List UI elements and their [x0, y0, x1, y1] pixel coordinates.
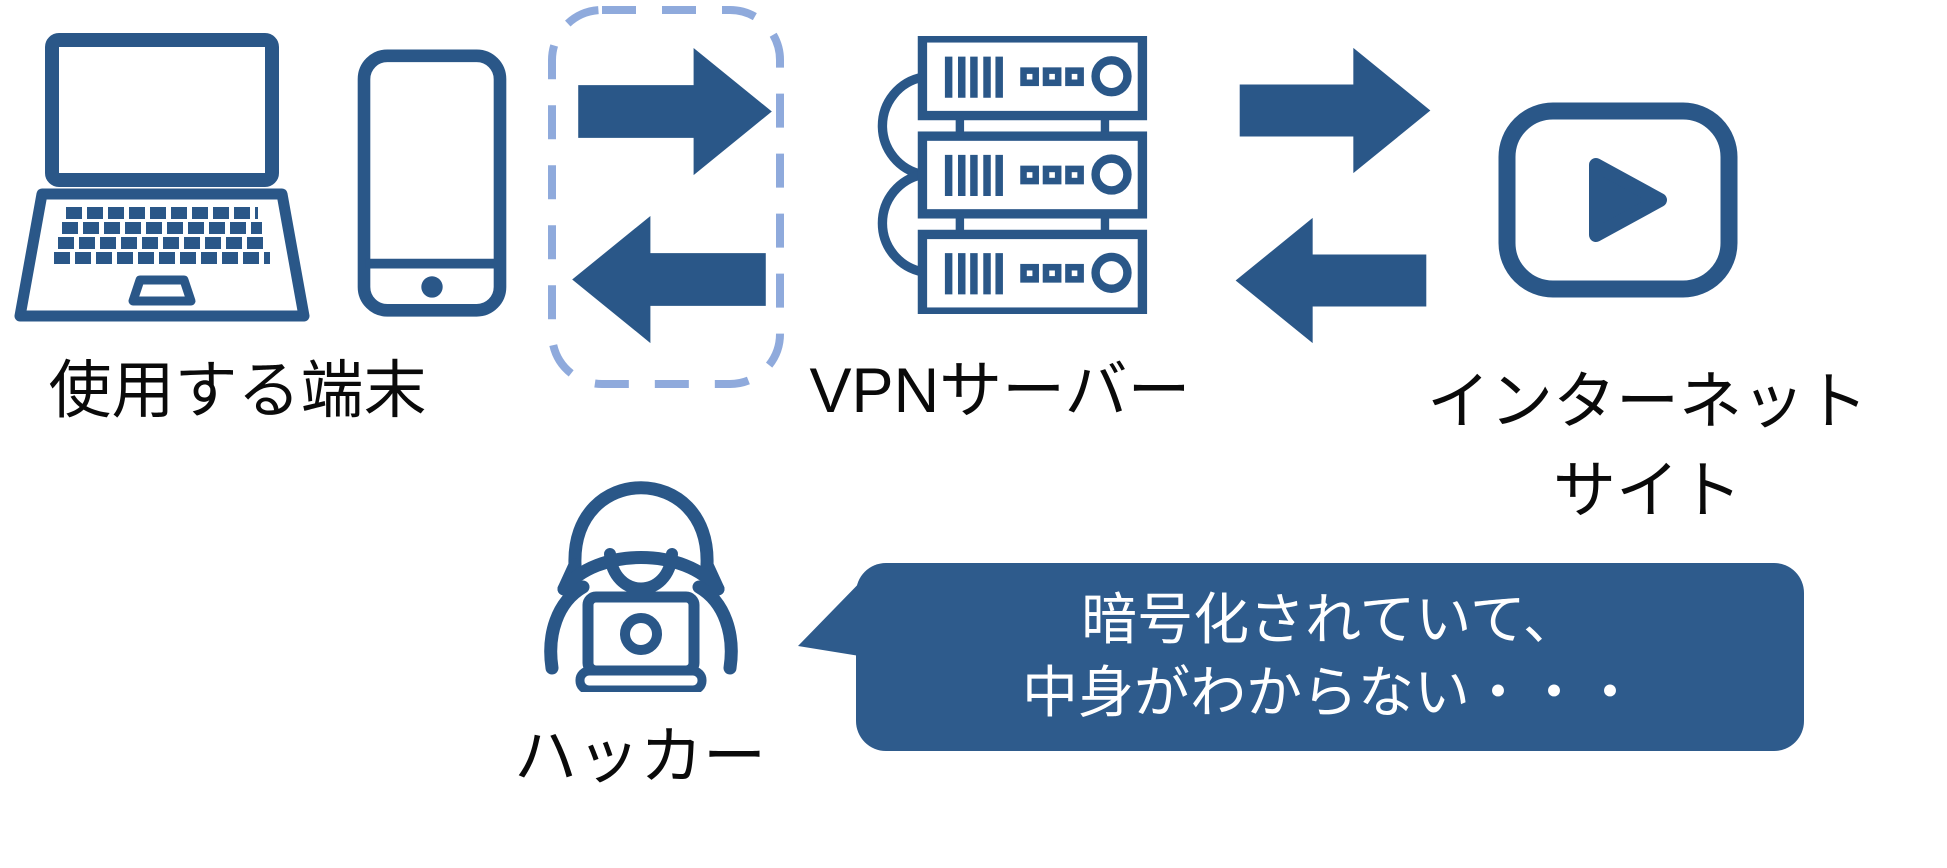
internet-site-label: インターネット サイト	[1385, 358, 1910, 537]
video-site-icon	[1498, 102, 1738, 298]
vpn-server-label: VPNサーバー	[809, 356, 1191, 426]
arrow-right-icon	[1234, 46, 1438, 176]
arrow-left-icon	[566, 214, 770, 346]
smartphone-icon	[352, 48, 512, 320]
hacker-icon	[530, 430, 752, 692]
internet-site-label-line1: インターネット	[1427, 367, 1868, 437]
arrow-left-icon	[1228, 216, 1432, 346]
laptop-icon	[12, 28, 312, 328]
speech-bubble: 暗号化されていて、 中身がわからない・・・	[856, 563, 1804, 751]
speech-bubble-line2: 中身がわからない・・・	[1022, 661, 1638, 724]
dashed-tunnel-box	[548, 6, 784, 388]
hacker-label: ハッカー	[514, 722, 766, 792]
speech-bubble-tail	[798, 570, 874, 660]
internet-site-label-line2: サイト	[1553, 456, 1742, 527]
server-stack-icon	[852, 36, 1152, 314]
devices-label: 使用する端末	[48, 356, 427, 426]
speech-bubble-line1: 暗号化されていて、	[1081, 588, 1579, 652]
arrow-right-icon	[574, 46, 778, 178]
